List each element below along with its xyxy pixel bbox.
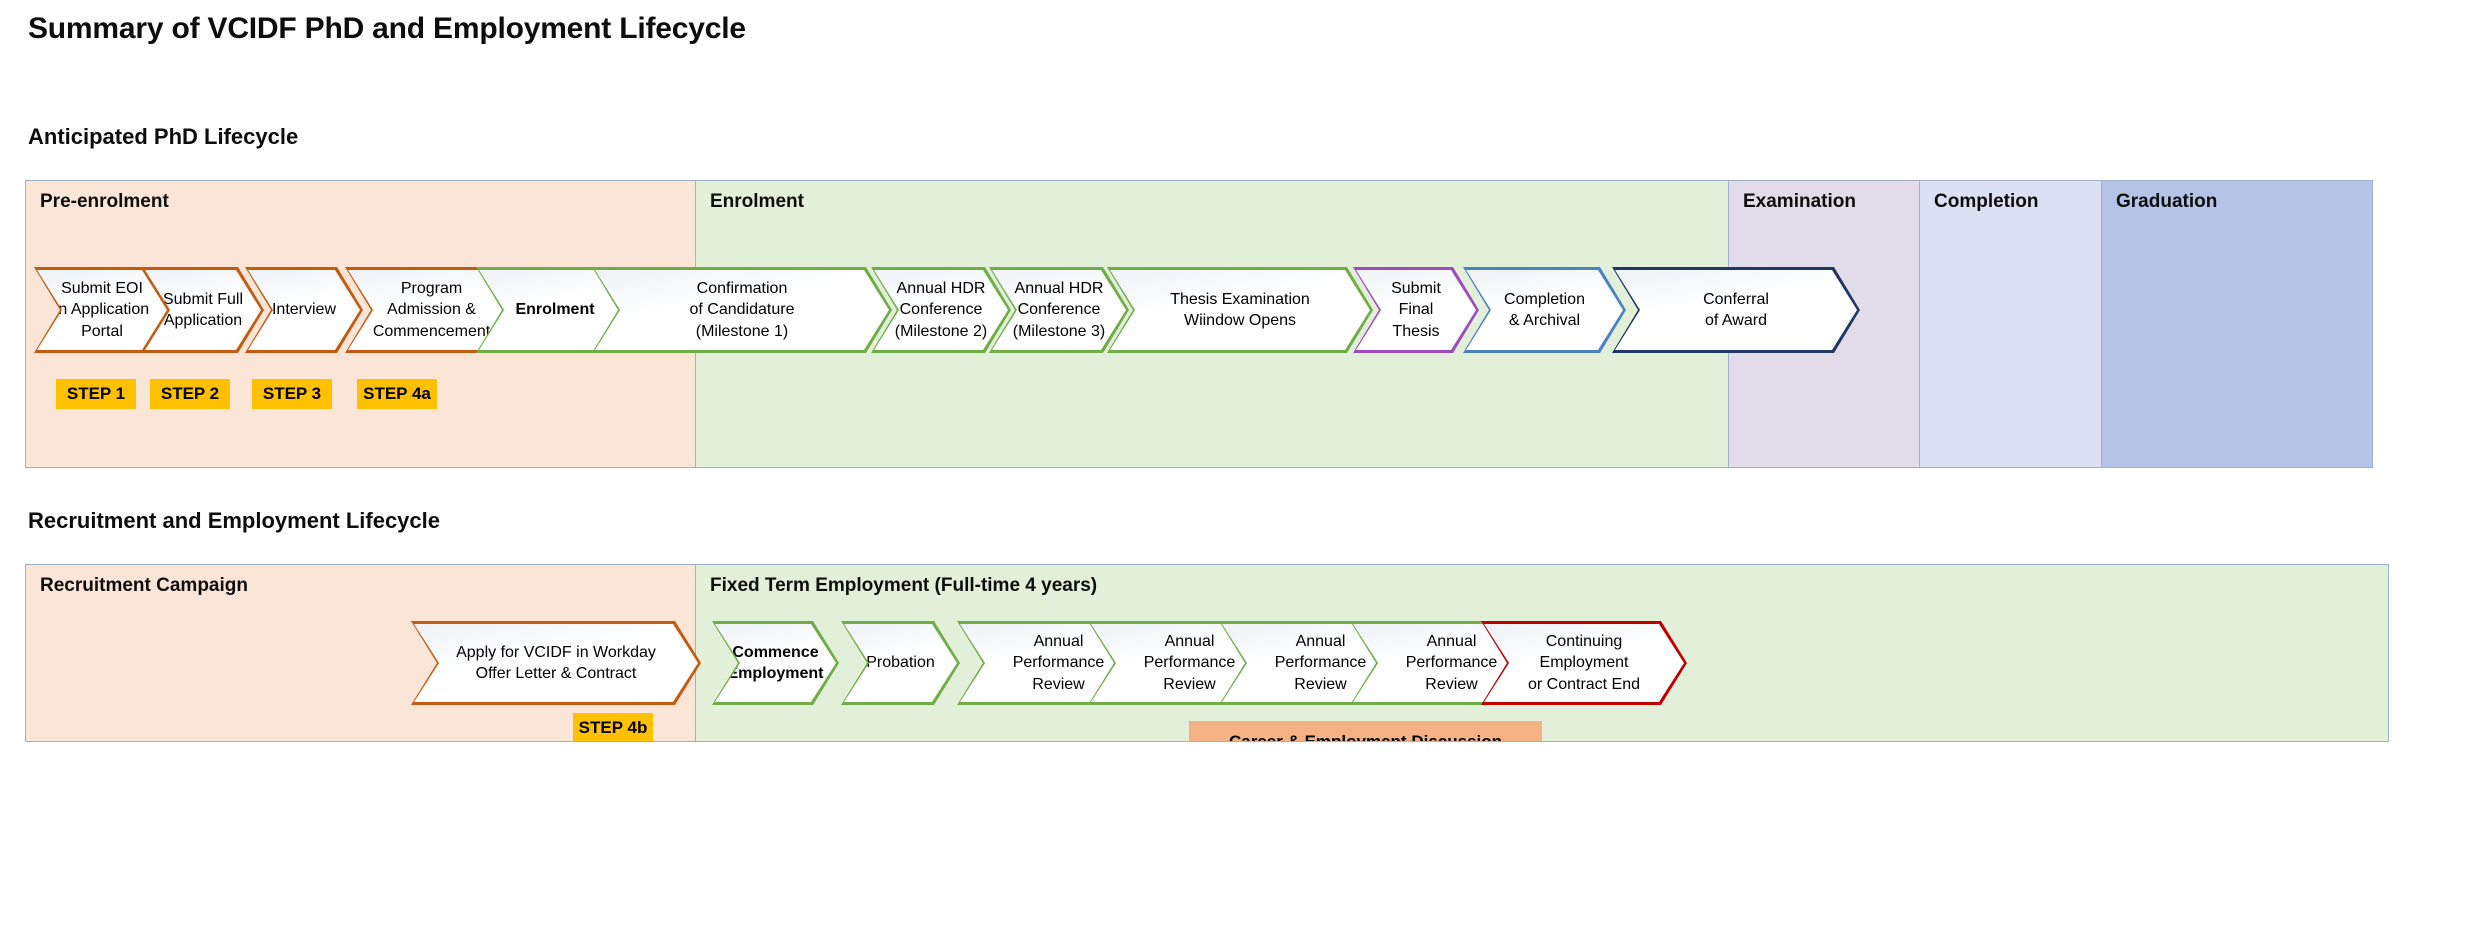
- band-label: Pre-enrolment: [40, 191, 169, 212]
- chevron-label: Annual HDR Conference (Milestone 2): [874, 270, 1008, 350]
- chevron-text-line: Program: [400, 280, 463, 298]
- employment-lifecycle-diagram: Recruitment Campaign Fixed Term Employmen…: [25, 564, 2389, 742]
- process-chevron[interactable]: Completion & Archival: [1463, 267, 1626, 353]
- chevron-text-line: Performance: [1405, 654, 1498, 672]
- band-label: Enrolment: [710, 191, 804, 212]
- chevron-text-line: or Contract End: [1527, 675, 1641, 693]
- chevron-text-line: Annual: [1033, 633, 1084, 651]
- chevron-text-line: Employment: [1539, 654, 1629, 672]
- step-badge-1: STEP 1: [56, 379, 136, 409]
- chevron-text-line: Application: [163, 312, 243, 329]
- chevron-text-line: Review: [1163, 675, 1216, 693]
- step-badge-4: STEP 4a: [357, 379, 437, 409]
- chevron-text-line: Commencement: [372, 322, 491, 340]
- chevron-text-line: Annual: [1295, 633, 1346, 651]
- chevron-text-line: Offer Letter & Contract: [475, 665, 637, 682]
- chevron-label: Confirmation of Candidature (Milestone 1): [595, 270, 889, 350]
- chevron-text-line: Interview: [271, 301, 337, 319]
- employment-lifecycle-heading: Recruitment and Employment Lifecycle: [28, 508, 440, 533]
- chevron-text-line: (Milestone 3): [1012, 322, 1106, 340]
- chevron-text-line: of Award: [1705, 312, 1767, 329]
- band-label: Examination: [1743, 191, 1856, 212]
- chevron-text-line: Annual HDR: [896, 280, 986, 298]
- chevron-text-line: (Milestone 1): [695, 322, 789, 340]
- chevron-text-line: & Archival: [1508, 312, 1581, 329]
- band-graduation: Graduation: [2101, 181, 2372, 467]
- page-title: Summary of VCIDF PhD and Employment Life…: [28, 12, 746, 45]
- chevron-text-line: Annual: [1164, 633, 1215, 651]
- chevron-text-line: Apply for VCIDF in Workday: [456, 643, 656, 661]
- process-chevron[interactable]: Probation: [841, 621, 960, 705]
- chevron-text-line: Performance: [1274, 654, 1367, 672]
- chevron-text-line: Conferral: [1703, 290, 1769, 308]
- chevron-label: Conferral of Award: [1615, 270, 1857, 350]
- band-label: Fixed Term Employment (Full-time 4 years…: [710, 575, 1098, 596]
- band-label: Completion: [1934, 191, 2039, 212]
- chevron-text-line: Portal: [81, 322, 123, 340]
- chevron-text-line: Performance: [1012, 654, 1105, 672]
- process-chevron[interactable]: Annual HDR Conference (Milestone 3): [989, 267, 1129, 353]
- chevron-text-line: Annual HDR: [1014, 280, 1104, 298]
- chevron-text-line: Thesis: [1392, 322, 1440, 340]
- step-badge-3: STEP 3: [252, 379, 332, 409]
- chevron-text-line: Annual: [1426, 633, 1477, 651]
- chevron-text-line: Continuing: [1545, 633, 1623, 651]
- career-discussion-callout: Career & Employment Discussion: [1189, 721, 1542, 741]
- chevron-text-line: Submit EOI: [61, 280, 143, 298]
- chevron-text-line: Probation: [866, 654, 935, 672]
- chevron-text-line: Final: [1398, 301, 1434, 319]
- step-badge-4b: STEP 4b: [573, 713, 653, 741]
- chevron-text-line: in Application: [54, 301, 150, 319]
- chevron-text-line: Conference: [1017, 301, 1101, 319]
- chevron-text-line: Commence: [732, 643, 819, 661]
- step-badge-2: STEP 2: [150, 379, 230, 409]
- chevron-text-line: Admission &: [387, 301, 476, 319]
- chevron-text-line: Review: [1425, 675, 1478, 693]
- process-chevron[interactable]: Annual HDR Conference (Milestone 2): [871, 267, 1011, 353]
- chevron-label: Annual HDR Conference (Milestone 3): [992, 270, 1126, 350]
- band-label: Recruitment Campaign: [40, 575, 248, 596]
- chevron-text-line: (Milestone 2): [894, 322, 988, 340]
- band-label: Graduation: [2116, 191, 2218, 212]
- chevron-text-line: Thesis Examination: [1170, 290, 1310, 308]
- chevron-text-line: Review: [1294, 675, 1347, 693]
- chevron-text-line: Review: [1032, 675, 1085, 693]
- chevron-text-line: Confirmation: [696, 280, 788, 298]
- chevron-text-line: Enrolment: [515, 301, 595, 319]
- process-chevron[interactable]: Interview: [245, 267, 363, 353]
- chevron-text-line: Submit: [1391, 280, 1441, 298]
- band-completion: Completion: [1919, 181, 2101, 467]
- chevron-text-line: Employment: [727, 665, 824, 682]
- phd-lifecycle-heading: Anticipated PhD Lifecycle: [28, 124, 299, 149]
- chevron-text-line: Conference: [899, 301, 983, 319]
- process-chevron[interactable]: Confirmation of Candidature (Milestone 1): [592, 267, 892, 353]
- chevron-text-line: of Candidature: [689, 301, 795, 319]
- chevron-label: Completion & Archival: [1466, 270, 1623, 350]
- process-chevron[interactable]: Conferral of Award: [1612, 267, 1860, 353]
- chevron-text-line: Submit Full: [162, 290, 244, 308]
- chevron-text-line: Wiindow Opens: [1183, 312, 1297, 329]
- chevron-text-line: Performance: [1143, 654, 1236, 672]
- chevron-text-line: Completion: [1504, 290, 1585, 308]
